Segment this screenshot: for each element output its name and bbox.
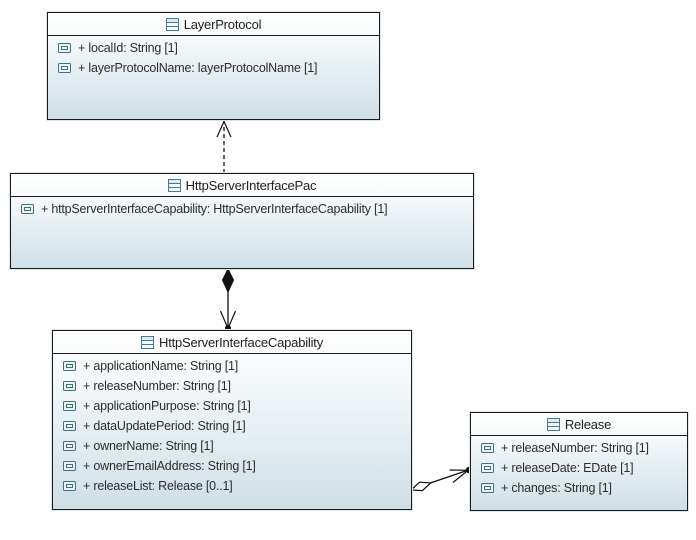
class-name: HttpServerInterfaceCapability (159, 334, 323, 350)
attribute-icon (63, 361, 76, 371)
composition-connector[interactable] (219, 267, 237, 331)
aggregation-connector[interactable] (409, 466, 473, 492)
attribute-text: + releaseNumber: String [1] (501, 441, 649, 455)
class-icon (167, 178, 181, 192)
attribute-row[interactable]: + dataUpdatePeriod: String [1] (53, 416, 411, 436)
attribute-icon (481, 483, 494, 493)
attribute-text: + releaseDate: EDate [1] (501, 461, 634, 475)
class-release[interactable]: Release + releaseNumber: String [1] + re… (470, 412, 688, 511)
attribute-text: + applicationName: String [1] (83, 359, 239, 373)
attribute-icon (63, 481, 76, 491)
attribute-icon (63, 461, 76, 471)
attribute-text: + ownerName: String [1] (83, 439, 214, 453)
attribute-row[interactable]: + ownerName: String [1] (53, 436, 411, 456)
attribute-text: + releaseNumber: String [1] (83, 379, 231, 393)
class-name: HttpServerInterfacePac (185, 177, 317, 193)
attribute-text: + releaseList: Release [0..1] (83, 479, 233, 493)
attribute-row[interactable]: + applicationPurpose: String [1] (53, 396, 411, 416)
attribute-row[interactable]: + releaseList: Release [0..1] (53, 476, 411, 496)
class-icon (546, 417, 560, 431)
attribute-compartment: + localId: String [1] + layerProtocolNam… (48, 36, 379, 78)
attribute-row[interactable]: + ownerEmailAddress: String [1] (53, 456, 411, 476)
attribute-text: + layerProtocolName: layerProtocolName [… (78, 61, 318, 75)
class-icon (165, 17, 179, 31)
attribute-text: + changes: String [1] (501, 481, 612, 495)
attribute-compartment: + httpServerInterfaceCapability: HttpSer… (11, 197, 473, 219)
class-title-bar[interactable]: LayerProtocol (48, 13, 379, 36)
attribute-row[interactable]: + layerProtocolName: layerProtocolName [… (48, 58, 379, 78)
attribute-row[interactable]: + changes: String [1] (471, 478, 687, 498)
attribute-icon (63, 401, 76, 411)
attribute-icon (481, 463, 494, 473)
class-title-bar[interactable]: HttpServerInterfaceCapability (53, 331, 411, 354)
dependency-connector[interactable] (216, 120, 232, 174)
attribute-icon (63, 381, 76, 391)
attribute-text: + httpServerInterfaceCapability: HttpSer… (41, 202, 388, 216)
attribute-row[interactable]: + releaseNumber: String [1] (471, 438, 687, 458)
attribute-compartment: + releaseNumber: String [1] + releaseDat… (471, 436, 687, 498)
aggregation-line (430, 469, 468, 484)
attribute-text: + dataUpdatePeriod: String [1] (83, 419, 246, 433)
attribute-row[interactable]: + httpServerInterfaceCapability: HttpSer… (11, 199, 473, 219)
composition-end-dot (225, 325, 231, 331)
attribute-row[interactable]: + releaseDate: EDate [1] (471, 458, 687, 478)
attribute-text: + ownerEmailAddress: String [1] (83, 459, 256, 473)
class-name: Release (564, 416, 612, 432)
attribute-text: + applicationPurpose: String [1] (83, 399, 251, 413)
dependency-open-arrowhead-icon (216, 120, 232, 138)
class-title-bar[interactable]: Release (471, 413, 687, 436)
attribute-icon (63, 421, 76, 431)
class-httpserverinterfacecapability[interactable]: HttpServerInterfaceCapability + applicat… (52, 330, 412, 510)
attribute-row[interactable]: + releaseNumber: String [1] (53, 376, 411, 396)
class-name: LayerProtocol (183, 16, 262, 32)
class-layerprotocol[interactable]: LayerProtocol + localId: String [1] + la… (47, 12, 380, 120)
attribute-compartment: + applicationName: String [1] + releaseN… (53, 354, 411, 496)
attribute-icon (21, 204, 34, 214)
attribute-icon (58, 43, 71, 53)
attribute-icon (63, 441, 76, 451)
aggregation-hollow-diamond-icon (409, 481, 433, 492)
attribute-icon (481, 443, 494, 453)
attribute-icon (58, 63, 71, 73)
attribute-row[interactable]: + applicationName: String [1] (53, 356, 411, 376)
class-icon (141, 335, 154, 349)
aggregation-open-arrowhead-icon (449, 469, 470, 483)
class-title-bar[interactable]: HttpServerInterfacePac (11, 174, 473, 197)
attribute-text: + localId: String [1] (78, 41, 178, 55)
composition-filled-diamond-icon (221, 267, 235, 294)
attribute-row[interactable]: + localId: String [1] (48, 38, 379, 58)
class-httpserverinterfacepac[interactable]: HttpServerInterfacePac + httpServerInter… (10, 173, 474, 269)
